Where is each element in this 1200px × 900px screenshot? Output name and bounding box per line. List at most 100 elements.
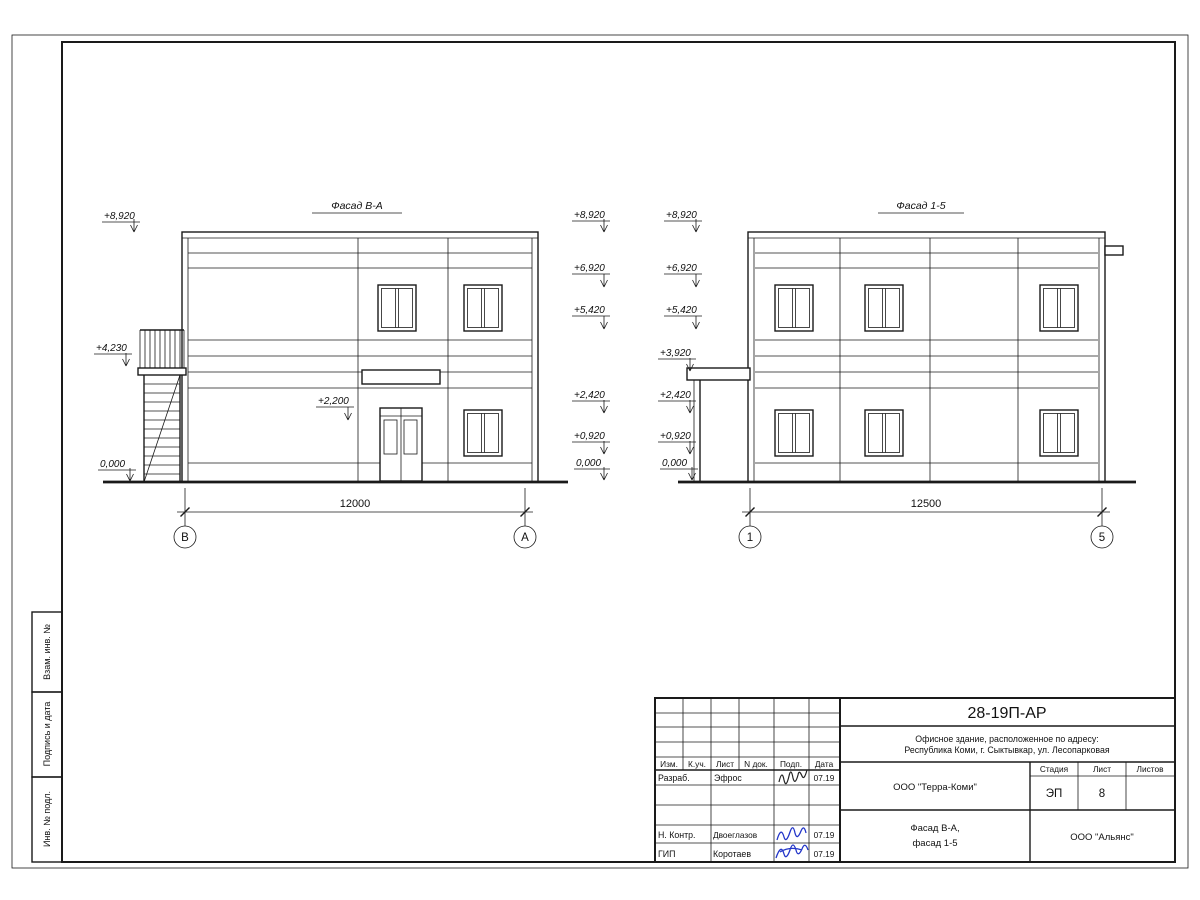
elevation-mark: +8,920 — [572, 210, 610, 233]
window — [1039, 284, 1079, 332]
signature — [778, 769, 808, 785]
entrance-door — [379, 407, 423, 482]
axis-marker: В — [173, 525, 197, 549]
sheet-name-line1: Фасад В-А, — [910, 823, 959, 834]
elevation-mark: +2,420 — [572, 390, 610, 414]
elevation-label: +8,920 — [574, 210, 605, 221]
window — [463, 409, 503, 457]
elevation-mark: 0,000 — [660, 458, 698, 481]
col-list: Лист — [716, 759, 734, 769]
frame-side-label-vzam: Взам. инв. № — [42, 624, 52, 680]
window — [864, 409, 904, 457]
list-label: Лист — [1093, 764, 1111, 774]
window — [1039, 409, 1079, 457]
dimension-value: 12500 — [911, 498, 942, 510]
dimension-value: 12000 — [340, 498, 371, 510]
window — [774, 409, 814, 457]
title-block: 28-19П-АР Офисное здание, расположенное … — [654, 697, 1176, 863]
stage-value: ЭП — [1046, 788, 1063, 800]
stage-label: Стадия — [1040, 764, 1068, 774]
elevation-label: +6,920 — [574, 263, 605, 274]
axis-label: В — [181, 532, 189, 544]
col-data: Дата — [815, 759, 834, 769]
row-role: Разраб. — [658, 773, 690, 783]
row-name: Коротаев — [713, 849, 751, 859]
sheet-name-line2: фасад 1-5 — [912, 838, 957, 849]
signature — [776, 827, 807, 841]
elevation-label: +2,420 — [574, 390, 605, 401]
elevation-label: +2,420 — [660, 390, 691, 401]
elevation-label: +0,920 — [574, 431, 605, 442]
col-ndok: N док. — [744, 759, 768, 769]
elevation-label: +6,920 — [666, 263, 697, 274]
sheet-frame — [11, 34, 1189, 869]
elevation-mark: +8,920 — [664, 210, 702, 233]
canopy — [361, 369, 441, 385]
sheet-number: 8 — [1099, 788, 1105, 800]
elevation-label: 0,000 — [576, 458, 601, 469]
elevation-label: +4,230 — [96, 343, 127, 354]
row-role: Н. Контр. — [658, 830, 695, 840]
frame-side-label-podpis: Подпись и дата — [42, 702, 52, 767]
elevation-mark: +0,920 — [572, 431, 610, 455]
facade-ba-title: Фасад В-А — [331, 200, 383, 212]
elevation-label: +5,420 — [666, 305, 697, 316]
fire-escape-stair — [137, 329, 187, 483]
dimension-line: 12000 — [177, 488, 533, 526]
facade-ba-building — [181, 231, 539, 483]
elevation-mark: +8,920 — [102, 211, 140, 233]
axis-marker: 5 — [1090, 525, 1114, 549]
elevation-mark: +2,200 — [316, 396, 354, 421]
window — [463, 284, 503, 332]
listov-label: Листов — [1137, 764, 1165, 774]
elevation-mark: +0,920 — [658, 431, 696, 455]
row-name: Двоеглазов — [713, 830, 758, 840]
axis-label: 1 — [747, 532, 753, 544]
elevation-mark: +3,920 — [658, 348, 696, 372]
roof-vent — [1104, 245, 1124, 256]
facade-ba: Фасад В-А — [94, 200, 610, 549]
client-org: ООО "Терра-Коми" — [893, 782, 977, 793]
elevation-mark: +6,920 — [664, 263, 702, 288]
col-kuch: К.уч. — [688, 759, 706, 769]
facade-15-title: Фасад 1-5 — [896, 200, 945, 212]
axis-marker: 1 — [738, 525, 762, 549]
col-izm: Изм. — [660, 759, 678, 769]
signature — [775, 844, 809, 859]
window — [377, 284, 417, 332]
elevation-label: +3,920 — [660, 348, 691, 359]
facade-15: Фасад 1-5 — [658, 200, 1136, 549]
contractor-org: ООО "Альянс" — [1070, 832, 1134, 843]
porch — [686, 367, 751, 481]
dimension-line: 12500 — [742, 488, 1110, 526]
row-date: 07.19 — [814, 830, 835, 840]
window — [774, 284, 814, 332]
elevation-mark: +5,420 — [664, 305, 702, 330]
frame-side-label-inv: Инв. № подл. — [42, 791, 52, 847]
axis-marker: А — [513, 525, 537, 549]
elevation-label: 0,000 — [100, 459, 125, 470]
window — [864, 284, 904, 332]
elevation-label: +8,920 — [666, 210, 697, 221]
elevation-mark: 0,000 — [98, 459, 136, 482]
col-podp: Подп. — [780, 759, 802, 769]
row-date: 07.19 — [814, 773, 835, 783]
project-description-line2: Республика Коми, г. Сыктывкар, ул. Лесоп… — [904, 745, 1109, 755]
elevation-mark: +2,420 — [658, 390, 696, 414]
row-date: 07.19 — [814, 849, 835, 859]
elevation-label: +2,200 — [318, 396, 349, 407]
elevation-mark: +6,920 — [572, 263, 610, 288]
axis-label: 5 — [1099, 532, 1105, 544]
project-description-line1: Офисное здание, расположенное по адресу: — [915, 734, 1098, 744]
elevation-mark: 0,000 — [574, 458, 610, 481]
axis-label: А — [521, 532, 529, 544]
elevation-label: +5,420 — [574, 305, 605, 316]
elevation-label: +0,920 — [660, 431, 691, 442]
row-name: Эфрос — [714, 773, 742, 783]
elevation-label: +8,920 — [104, 211, 135, 222]
document-number: 28-19П-АР — [967, 705, 1046, 722]
elevation-label: 0,000 — [662, 458, 687, 469]
elevation-mark: +4,230 — [94, 343, 132, 367]
